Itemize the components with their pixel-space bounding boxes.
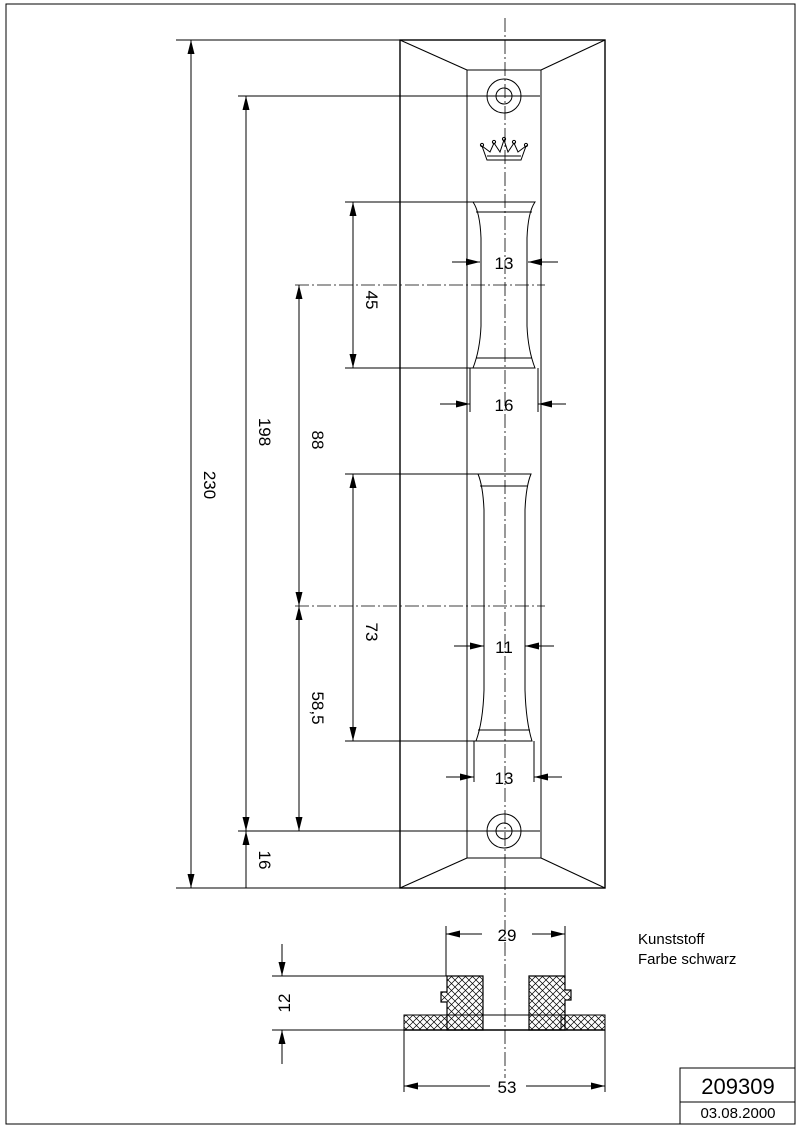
material-note: Kunststoff (638, 931, 705, 948)
crown-logo-icon (479, 136, 529, 161)
dim-section-base-width: 53 (498, 1078, 517, 1097)
lower-grip (475, 473, 533, 742)
sheet-border (5, 3, 796, 1125)
plate-bevel-inner (466, 69, 542, 859)
dim-overall-length: 230 (200, 471, 219, 499)
dim-lower-grip-length: 73 (362, 623, 381, 642)
front-view: 230 198 16 88 58,5 45 73 (176, 18, 606, 1078)
drawing-date: 03.08.2000 (700, 1105, 775, 1122)
dim-grip-center-spacing: 88 (308, 431, 327, 450)
dim-upper-grip-length: 45 (362, 291, 381, 310)
dim-section-top-width: 29 (498, 926, 517, 945)
plate-outline (399, 39, 606, 889)
drawing-number: 209309 (701, 1074, 774, 1099)
dim-end-offset: 16 (255, 851, 274, 870)
dim-lower-grip-width-base: 13 (495, 769, 514, 788)
upper-grip (472, 201, 536, 369)
section-right-lug (528, 975, 572, 1031)
dim-hole-spacing: 198 (255, 418, 274, 446)
dim-lower-grip-width-mid: 11 (495, 638, 513, 657)
dim-upper-grip-width-top: 13 (495, 254, 514, 273)
dim-upper-grip-width-base: 16 (495, 396, 514, 415)
color-note: Farbe schwarz (638, 951, 736, 968)
section-base-hatch (403, 1014, 448, 1031)
section-left-lug (440, 975, 484, 1031)
dim-lower-grip-offset: 58,5 (308, 691, 327, 724)
dim-section-height: 12 (275, 994, 294, 1013)
section-view: 29 12 53 (272, 926, 606, 1097)
title-block: 209309 03.08.2000 (679, 1067, 796, 1125)
